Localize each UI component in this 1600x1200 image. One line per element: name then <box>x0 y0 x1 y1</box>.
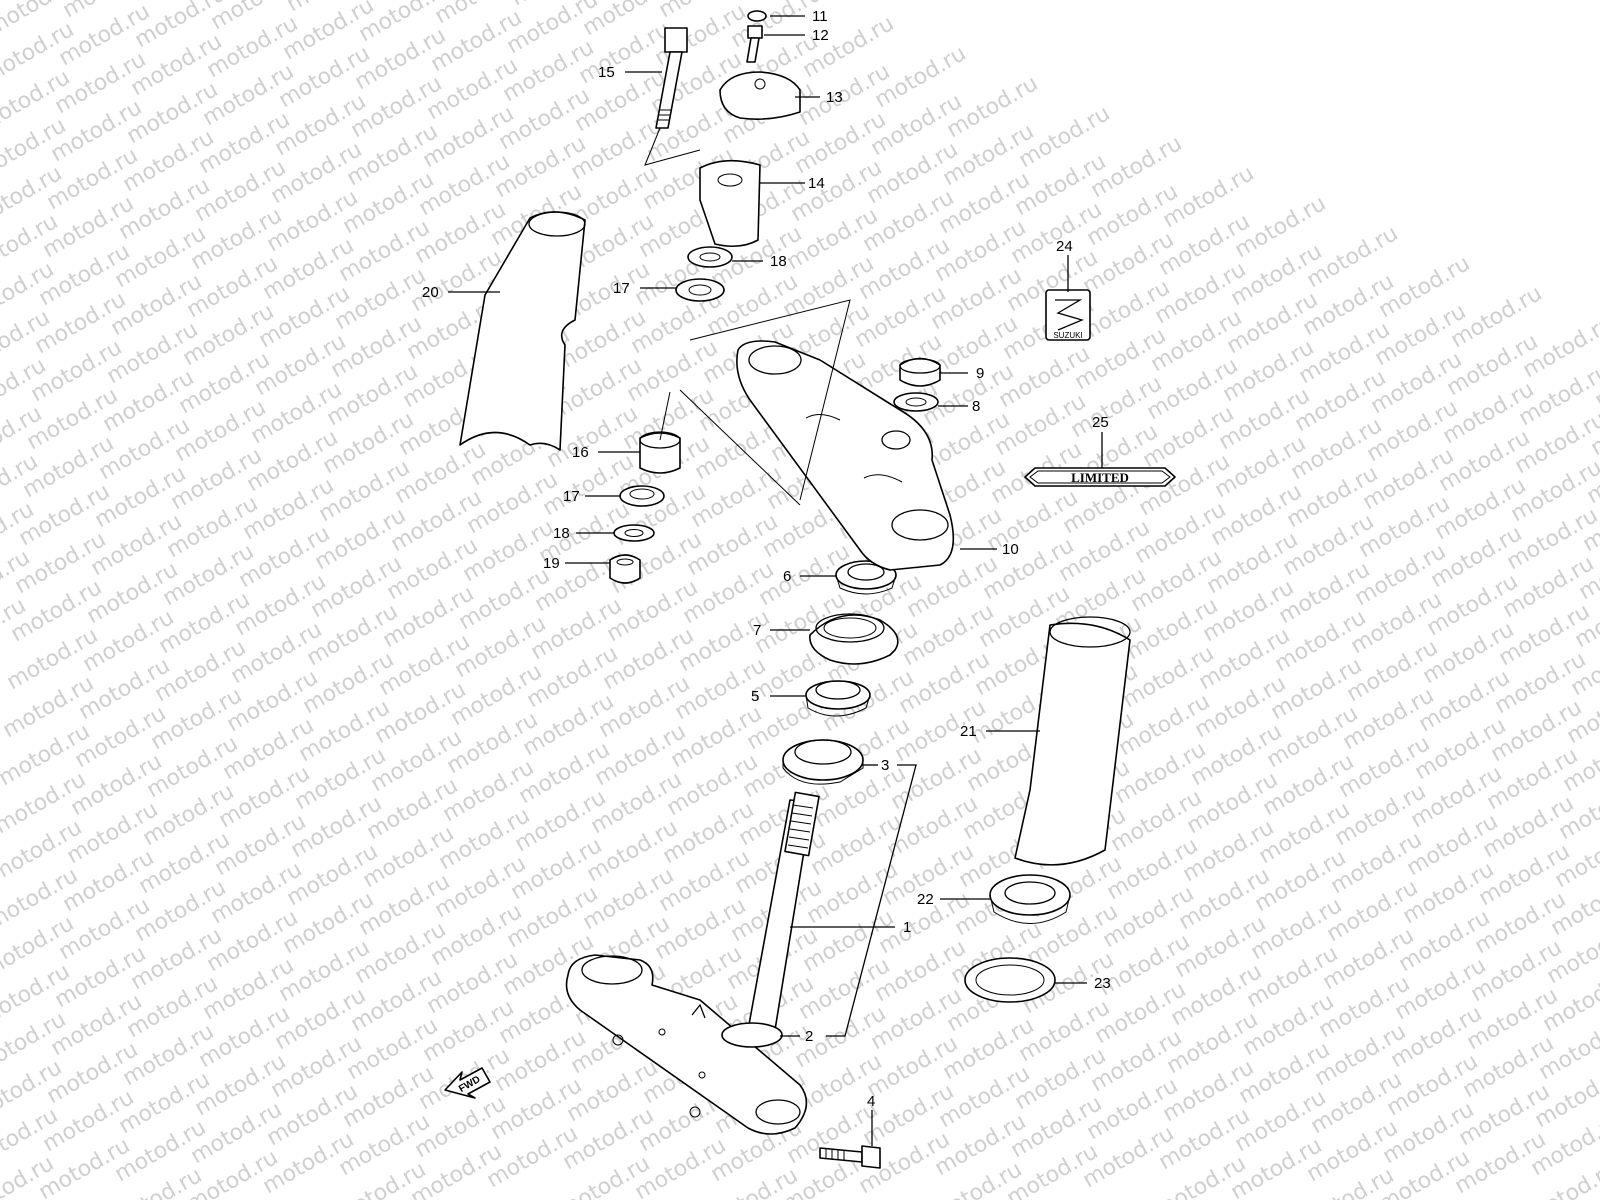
leader-lines <box>448 15 1103 1146</box>
callout-18-lower: 18 <box>553 525 570 542</box>
callout-15: 15 <box>598 64 615 81</box>
callout-16: 16 <box>572 444 589 461</box>
callouts: 11 12 15 13 14 18 17 20 24 9 8 25 16 17 … <box>422 8 1111 1110</box>
steering-stem <box>721 791 820 1048</box>
cover-21 <box>1014 616 1131 866</box>
callout-21: 21 <box>960 723 977 740</box>
callout-2: 2 <box>805 1028 813 1045</box>
callout-20: 20 <box>422 284 439 301</box>
callout-19: 19 <box>543 555 560 572</box>
washer-17-lower <box>619 485 665 507</box>
assembly-lines <box>644 127 851 506</box>
callout-14: 14 <box>808 175 825 192</box>
bearing-3 <box>782 739 864 785</box>
cap-nut-9 <box>899 357 941 387</box>
callout-13: 13 <box>826 89 843 106</box>
callout-17-upper: 17 <box>613 280 630 297</box>
callout-9: 9 <box>976 365 984 382</box>
washer-18-upper <box>687 246 733 268</box>
callout-10: 10 <box>1002 541 1019 558</box>
holder-14 <box>699 159 761 248</box>
nut-19 <box>609 554 641 584</box>
washer-23 <box>964 957 1056 1003</box>
suzuki-emblem-text: SUZUKI <box>1053 331 1082 340</box>
upper-bracket <box>736 340 955 571</box>
limited-emblem-text: LIMITED <box>1071 470 1129 485</box>
callout-22: 22 <box>917 891 934 908</box>
washer-18-lower <box>613 524 655 542</box>
callout-18-upper: 18 <box>770 253 787 270</box>
cover-20 <box>459 211 586 451</box>
callout-23: 23 <box>1094 975 1111 992</box>
callout-25: 25 <box>1092 414 1109 431</box>
callout-7: 7 <box>753 622 761 639</box>
callout-4: 4 <box>867 1093 875 1110</box>
washer-17-upper <box>675 278 725 302</box>
holder-13 <box>719 71 801 120</box>
lower-bracket <box>565 954 808 1135</box>
callout-24: 24 <box>1056 238 1073 255</box>
suzuki-emblem-24: SUZUKI <box>1045 289 1091 341</box>
bearing-5 <box>805 680 871 717</box>
callout-17-lower: 17 <box>563 488 580 505</box>
nut-6 <box>835 560 897 595</box>
callout-12: 12 <box>812 27 829 44</box>
callout-5: 5 <box>751 688 759 705</box>
limited-emblem-25: LIMITED <box>1024 467 1176 487</box>
callout-11: 11 <box>812 8 828 25</box>
washer-8 <box>893 392 939 412</box>
bolt-12 <box>746 25 763 63</box>
bolt-15 <box>655 27 688 129</box>
callout-3: 3 <box>881 757 889 774</box>
collar-16 <box>639 431 681 474</box>
cap-11 <box>747 10 767 22</box>
callout-6: 6 <box>783 568 791 585</box>
callout-1: 1 <box>903 919 911 936</box>
callout-8: 8 <box>972 398 980 415</box>
fwd-arrow: FWD <box>444 1067 491 1099</box>
bolt-4 <box>819 1145 881 1169</box>
nut-22 <box>989 874 1071 924</box>
seal-7 <box>809 613 899 665</box>
